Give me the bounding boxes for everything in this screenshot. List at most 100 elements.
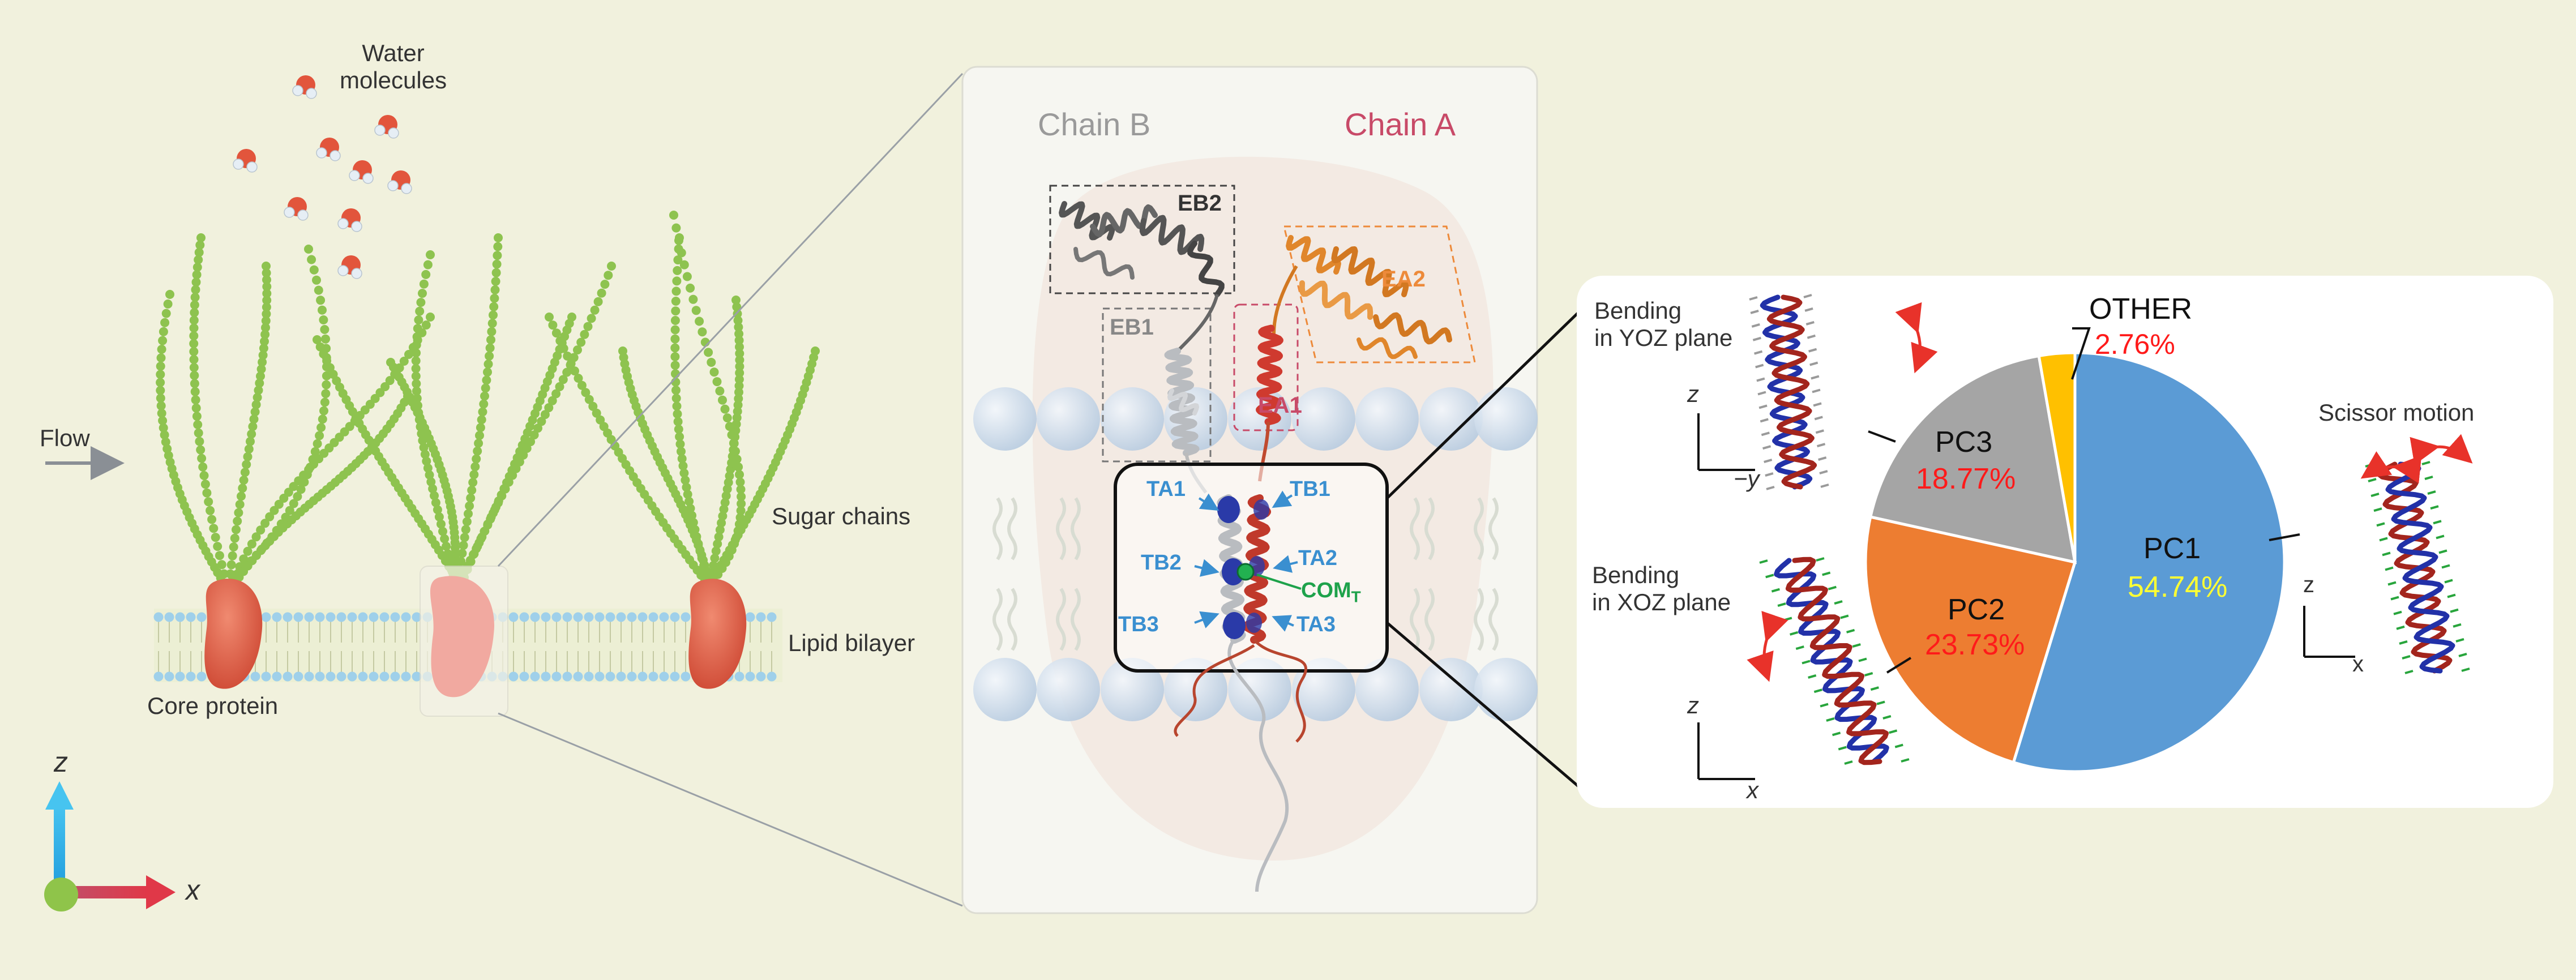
- membrane-sphere: [1474, 658, 1538, 721]
- bending-xoz-label: Bending in XOZ plane: [1592, 562, 1731, 616]
- lipid-tails: [992, 497, 1499, 651]
- yoz-axis-z-label: z: [1687, 380, 1699, 407]
- tm-helix-segment-blue: [1253, 499, 1269, 520]
- water-molecules-label: Water molecules: [340, 40, 447, 94]
- pc2-name-label: PC2: [1948, 593, 2005, 626]
- sugar-chains: [156, 211, 820, 588]
- other-value-label: 2.76%: [2095, 328, 2175, 360]
- zoom-line-right-top: [1386, 307, 1584, 499]
- membrane-spheres: [973, 387, 1538, 721]
- sugar-chain: [545, 313, 709, 585]
- scissor-helix: [2365, 461, 2470, 674]
- sugar-chain: [706, 296, 744, 585]
- sugar-chain: [618, 346, 712, 585]
- zoom-line-top: [497, 72, 964, 567]
- ta3-label: TA3: [1296, 613, 1336, 636]
- sugar-chain: [189, 233, 231, 588]
- pie-slice-pc1: [2012, 351, 2286, 773]
- tm-helix-segment-blue: [1217, 496, 1240, 523]
- pc1-name-label: PC1: [2143, 532, 2201, 565]
- chain-b-label: Chain B: [1038, 106, 1151, 142]
- ea1-label: EA1: [1258, 393, 1302, 418]
- ea2-box: [1283, 225, 1476, 363]
- water-molecule: [292, 75, 317, 99]
- water-molecule: [337, 255, 362, 279]
- membrane-sphere: [1164, 658, 1227, 721]
- yoz-motion-arrow: [1895, 302, 1938, 374]
- core-protein-3: [688, 579, 747, 689]
- membrane-sphere: [1101, 658, 1164, 721]
- core-protein-highlighted: [420, 566, 508, 717]
- sugar-chains-label: Sugar chains: [772, 503, 911, 529]
- membrane-sphere: [1419, 387, 1483, 451]
- eb1-box: [1102, 307, 1212, 463]
- transmembrane-helices: [1217, 494, 1272, 644]
- chain-a-label: Chain A: [1345, 106, 1456, 142]
- water-molecule: [374, 115, 399, 139]
- ea2-label: EA2: [1381, 267, 1426, 292]
- membrane-sphere: [973, 387, 1037, 451]
- sugar-chain: [156, 290, 228, 588]
- xz-axis-gizmo: [44, 781, 176, 911]
- ta1-label: TA1: [1146, 477, 1186, 501]
- c-terminal-tails: [1174, 639, 1308, 892]
- tb3-label: TB3: [1118, 613, 1159, 636]
- com-marker: [1236, 563, 1255, 581]
- flow-label: Flow: [40, 425, 90, 451]
- pc3-value-label: 18.77%: [1916, 463, 2016, 495]
- water-molecule: [387, 170, 412, 194]
- eb1-label: EB1: [1110, 315, 1154, 340]
- yoz-axis-gizmo: [1697, 413, 1755, 471]
- zoom-line-bottom: [498, 712, 963, 907]
- axis-z-label: z: [54, 746, 68, 778]
- xoz-bending-helix: [1759, 557, 1910, 765]
- axis-x-label: x: [186, 874, 200, 906]
- sugar-chain: [460, 262, 616, 582]
- eb2-box: [1049, 185, 1235, 294]
- pc1-value-label: 54.74%: [2128, 571, 2228, 604]
- com-label: COMT: [1301, 579, 1361, 606]
- membrane-sphere: [1474, 387, 1538, 451]
- yoz-axis-y-label: −y: [1734, 465, 1760, 492]
- water-molecules: [233, 75, 412, 279]
- scissor-motion-arrow-left: [2360, 451, 2422, 483]
- eb2-label: EB2: [1178, 191, 1222, 216]
- scissor-axis-z-label: z: [2303, 572, 2314, 597]
- water-molecule: [233, 149, 258, 173]
- membrane-sphere: [973, 658, 1037, 721]
- tm-helix-segment-blue: [1246, 613, 1262, 633]
- membrane-sphere: [1355, 387, 1419, 451]
- membrane-sphere: [1037, 387, 1100, 451]
- ta2-label: TA2: [1298, 546, 1337, 570]
- membrane-sphere: [1228, 658, 1291, 721]
- membrane-sphere: [1355, 658, 1419, 721]
- pc2-value-label: 23.73%: [1925, 628, 2025, 661]
- scissor-axis-gizmo: [2303, 606, 2355, 658]
- helix-label-arrows: [1194, 490, 1302, 632]
- scissor-motion-label: Scissor motion: [2318, 399, 2475, 426]
- sugar-chain: [386, 358, 460, 582]
- water-molecule: [284, 197, 309, 221]
- membrane-sphere: [1292, 387, 1355, 451]
- bending-yoz-label: Bending in YOZ plane: [1594, 297, 1733, 352]
- membrane-sphere: [1292, 658, 1355, 721]
- sugar-chain: [454, 233, 503, 582]
- xoz-axis-x-label: x: [1747, 777, 1758, 803]
- tb2-label: TB2: [1141, 551, 1182, 575]
- zoom-line-right-bottom: [1386, 622, 1584, 791]
- tb1-label: TB1: [1290, 477, 1330, 501]
- pie-leader-lines: [1868, 327, 2300, 674]
- ea1-box: [1233, 303, 1299, 431]
- membrane-sphere: [1419, 658, 1483, 721]
- core-protein-1: [204, 579, 263, 689]
- protein-eb2-domain: [1059, 201, 1225, 353]
- tm-helix-segment-blue: [1222, 558, 1244, 585]
- yoz-bending-helix: [1749, 294, 1829, 490]
- water-molecule: [337, 208, 362, 232]
- lipid-bilayer-label: Lipid bilayer: [788, 630, 915, 656]
- tm-helix-segment-blue: [1223, 612, 1246, 639]
- xoz-axis-z-label: z: [1687, 692, 1699, 718]
- scissor-axis-x-label: x: [2352, 652, 2364, 677]
- water-molecule: [349, 160, 374, 184]
- xoz-motion-arrow: [1747, 611, 1788, 682]
